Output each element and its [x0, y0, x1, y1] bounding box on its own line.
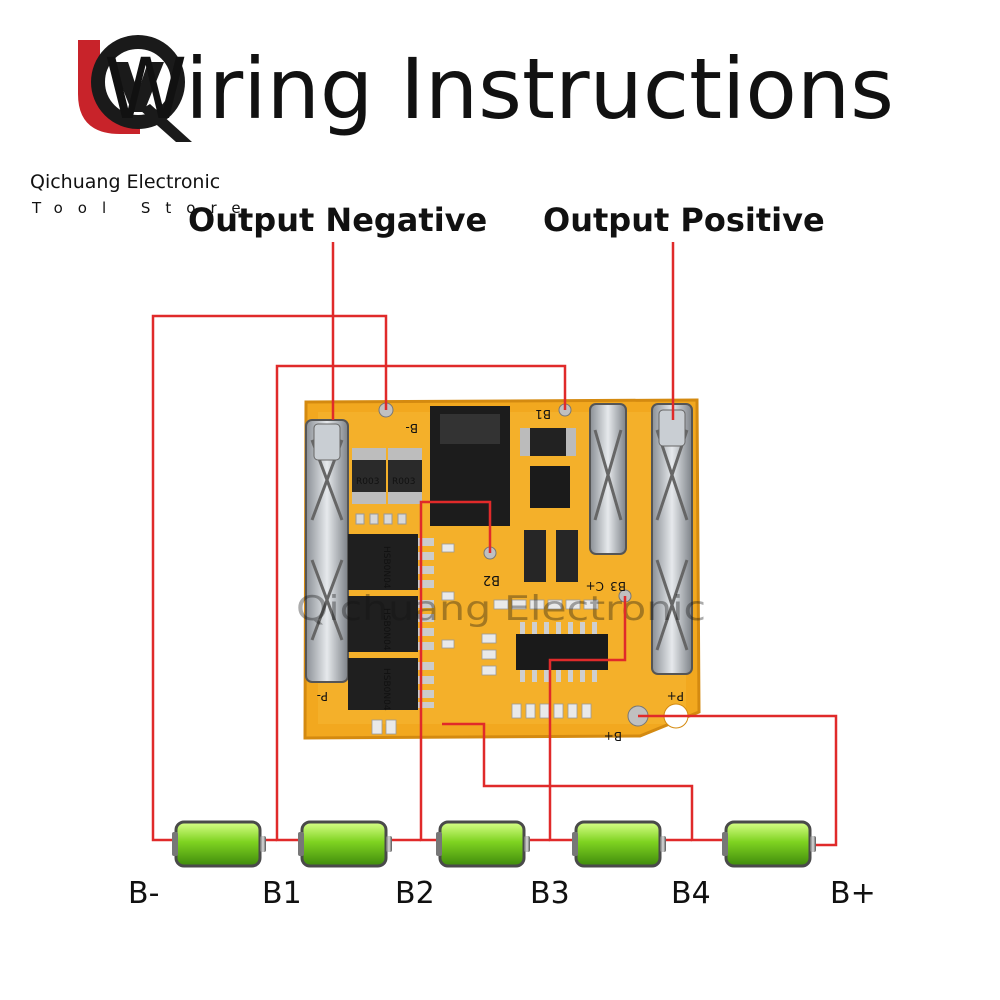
- silk-b-minus: B-: [405, 421, 418, 435]
- logo-q-shape: [91, 35, 185, 129]
- output-negative-label: Output Negative: [188, 201, 487, 239]
- silkscreen-labels: B- B1 B2 B3 C+ B+ P- P+: [317, 407, 684, 743]
- positive-output-terminal: [651, 403, 693, 675]
- ic-small: [530, 466, 570, 508]
- smd-passives: [371, 543, 599, 735]
- battery-cell-5: [722, 820, 816, 868]
- wire-b4: [442, 722, 724, 842]
- resistor-marking-2: R003: [392, 477, 415, 487]
- terminal-label-b-plus: B+: [830, 876, 876, 911]
- battery-cell-2: [298, 820, 392, 868]
- charge-terminal-c-plus: [589, 403, 627, 555]
- brand-name: Qichuang Electronic: [30, 171, 220, 193]
- mosfet-marking-3: HSB0N04: [381, 668, 391, 711]
- silk-p-minus: P-: [317, 689, 328, 703]
- logo-u-shape: [78, 40, 140, 134]
- output-positive-label: Output Positive: [543, 201, 825, 239]
- wire-b1: [275, 364, 567, 842]
- terminal-label-b-minus: B-: [128, 876, 159, 911]
- silk-b3: B3: [610, 579, 626, 593]
- wire-b-plus: [638, 714, 838, 847]
- terminal-label-b2: B2: [395, 876, 435, 911]
- mosfet-stack: HSB0N04 HSB0N04 HSB0N04: [348, 534, 434, 711]
- silk-c-plus: C+: [586, 579, 604, 593]
- logo-v-mark: [112, 62, 164, 112]
- protection-board: R003 R003 HSB0N04 HSB0N04 HSB0N04: [303, 398, 701, 743]
- silk-b-plus: B+: [604, 729, 622, 743]
- shunt-resistors: R003 R003: [352, 448, 422, 504]
- terminal-label-b1: B1: [262, 876, 302, 911]
- diode-right: [556, 530, 578, 582]
- mosfet-marking-1: HSB0N04: [381, 546, 391, 589]
- silk-p-plus: P+: [667, 689, 684, 703]
- battery-cells: [172, 820, 816, 868]
- logo-q-tail: [140, 104, 192, 142]
- wire-b-minus: [151, 314, 388, 842]
- watermark-text: Qichuang Electronic: [296, 589, 706, 629]
- terminal-label-b4: B4: [671, 876, 711, 911]
- battery-cell-4: [572, 820, 666, 868]
- battery-cell-1: [172, 820, 266, 868]
- silk-b1: B1: [535, 407, 551, 421]
- negative-output-terminal: [305, 419, 349, 683]
- page-title: Wiring Instructions: [104, 40, 894, 138]
- silk-b2: B2: [483, 572, 500, 587]
- mosfet-marking-2: HSB0N04: [381, 608, 391, 651]
- battery-cell-3: [436, 820, 530, 868]
- diode-left: [524, 530, 546, 582]
- resistor-marking-1: R003: [356, 477, 379, 487]
- balance-ic: [516, 622, 608, 682]
- terminal-label-b3: B3: [530, 876, 570, 911]
- brand-tagline: Tool Store: [31, 199, 256, 217]
- brand-logo: [78, 35, 192, 142]
- solder-pads: [355, 513, 407, 525]
- terminal-labels: B- B1 B2 B3 B4 B+: [128, 876, 876, 911]
- wiring: [151, 242, 838, 847]
- wire-b2: [419, 500, 492, 842]
- wire-b3: [548, 596, 627, 842]
